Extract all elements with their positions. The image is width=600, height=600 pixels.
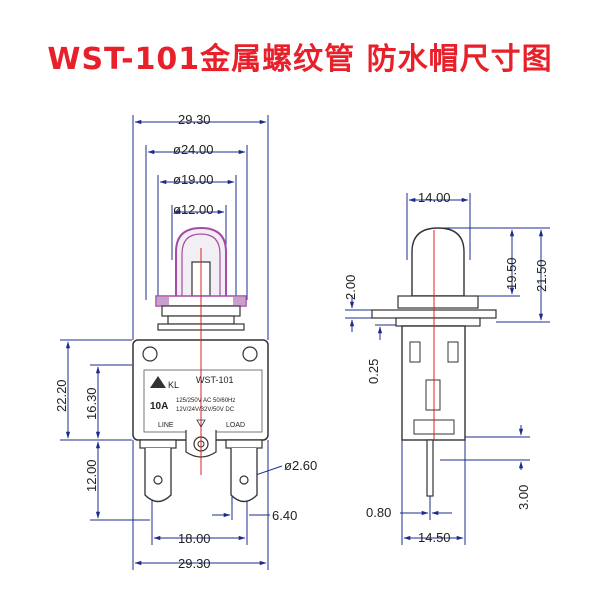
dim-dia-24: ø24.00 bbox=[173, 142, 213, 157]
dim-height-12: 12.00 bbox=[84, 459, 99, 492]
model-text: WST-101 bbox=[196, 375, 234, 385]
dim-side-gap: 0.25 bbox=[366, 359, 381, 384]
dim-side-height-19: 19.50 bbox=[504, 257, 519, 290]
dim-height-16: 16.30 bbox=[84, 387, 99, 420]
line-text: LINE bbox=[158, 422, 174, 429]
front-extension-lines bbox=[60, 115, 269, 570]
dim-side-width: 14.00 bbox=[418, 190, 451, 205]
side-view: 14.00 2.00 19.50 21.50 0.25 0.80 14.50 3… bbox=[343, 190, 550, 545]
page-title: WST-101金属螺纹管 防水帽尺寸图 bbox=[47, 42, 553, 77]
arrow-down-icon bbox=[196, 419, 206, 428]
breaker-body bbox=[132, 248, 269, 503]
breaker-label: KL WST-101 10A 125/250V AC 50/60Hz 12V/2… bbox=[150, 375, 245, 429]
dim-side-offset: 3.00 bbox=[516, 485, 531, 510]
dim-hole: ø2.60 bbox=[284, 458, 317, 473]
dim-top-width: 29.30 bbox=[178, 112, 211, 127]
rating-text: 10A bbox=[150, 401, 168, 412]
dim-dia-12: ø12.00 bbox=[173, 202, 213, 217]
front-dimension-lines bbox=[65, 119, 283, 566]
dim-side-height-21: 21.50 bbox=[534, 259, 549, 292]
spec-line-1: 125/250V AC 50/60Hz bbox=[176, 398, 235, 404]
logo-icon bbox=[150, 376, 166, 388]
front-view: KL WST-101 10A 125/250V AC 50/60Hz 12V/2… bbox=[54, 112, 317, 571]
spec-line-2: 12V/24V/32V/50V DC bbox=[176, 407, 235, 413]
dim-side-height-2: 2.00 bbox=[343, 275, 358, 300]
brand-text: KL bbox=[168, 380, 179, 390]
dim-side-depth: 14.50 bbox=[418, 530, 451, 545]
side-body bbox=[401, 230, 466, 497]
dim-bottom-width: 29.30 bbox=[178, 556, 211, 571]
load-text: LOAD bbox=[226, 422, 245, 429]
dim-spacing: 18.00 bbox=[178, 531, 211, 546]
side-dimension-lines bbox=[349, 197, 544, 541]
dim-thickness: 6.40 bbox=[272, 508, 297, 523]
dim-dia-19: ø19.00 bbox=[173, 172, 213, 187]
dim-side-pin: 0.80 bbox=[366, 505, 391, 520]
dim-height-22: 22.20 bbox=[54, 379, 69, 412]
